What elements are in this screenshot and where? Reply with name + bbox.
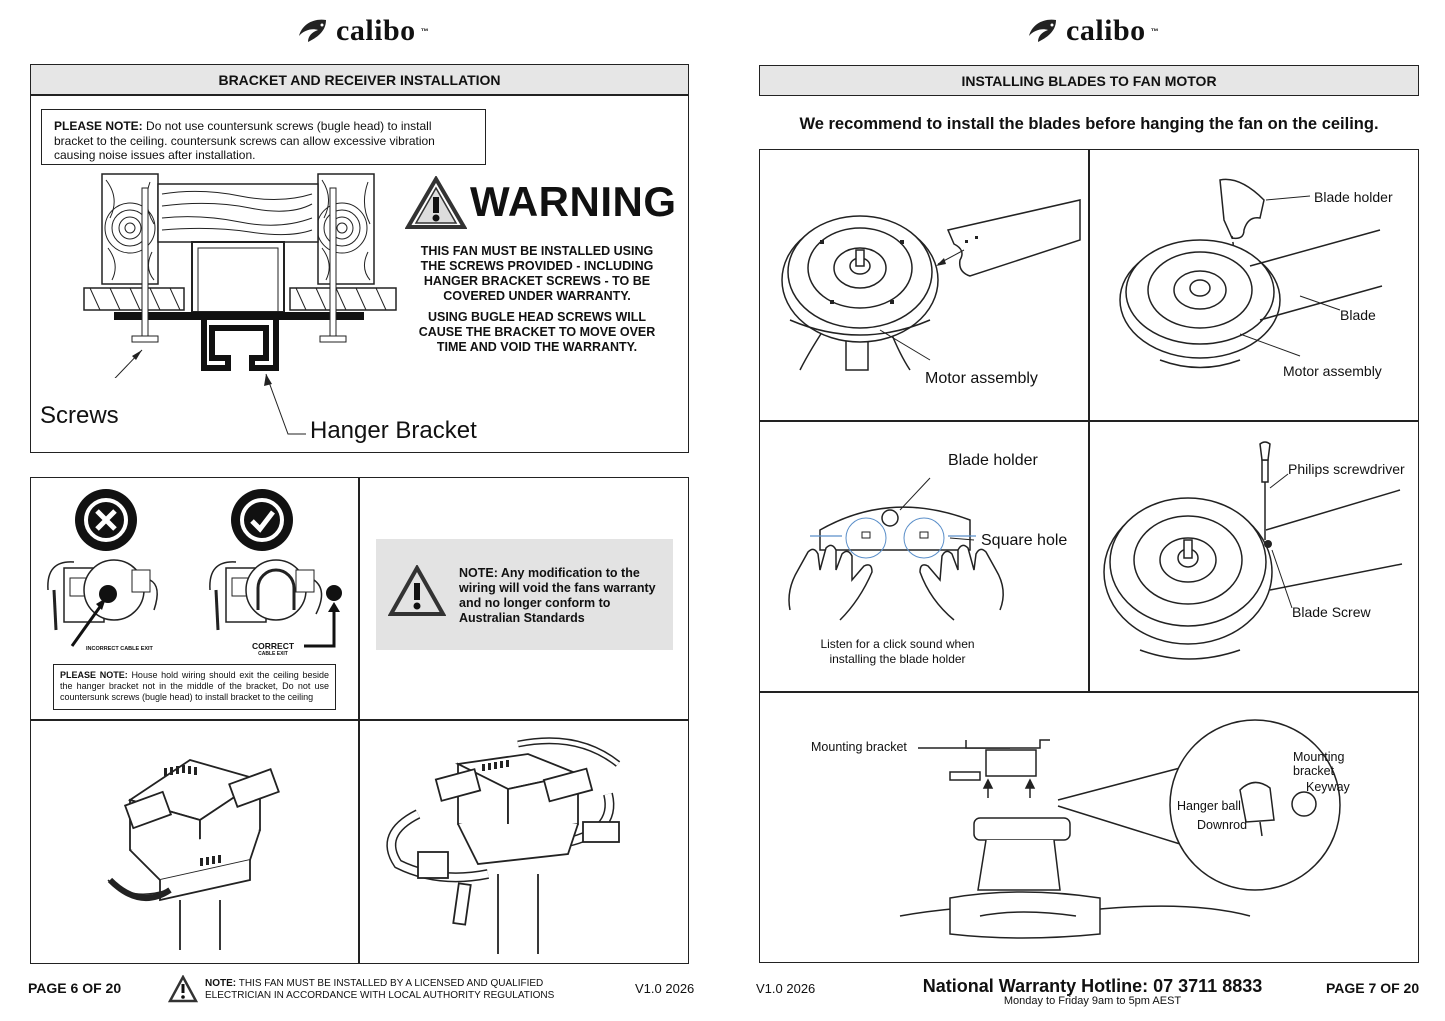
label-mounting-bracket: Mounting bracket: [811, 740, 907, 754]
warning-triangle-icon: [388, 565, 446, 616]
label-motor-assembly-1: Motor assembly: [925, 370, 1038, 387]
blade-holder-press-illustration: [788, 477, 1004, 621]
incorrect-label: INCORRECT CABLE EXIT: [86, 646, 153, 652]
incorrect-bracket-illustration: [47, 559, 158, 647]
label-keyway: Keyway: [1306, 780, 1350, 794]
please-note-box: PLEASE NOTE: Do not use countersunk scre…: [41, 109, 486, 165]
label-downrod: Downrod: [1197, 818, 1248, 832]
correct-bracket-illustration: [209, 559, 342, 648]
blade-screw-illustration: [1103, 441, 1403, 660]
modification-note-text: NOTE: Any modification to the wiring wil…: [459, 566, 656, 625]
blade-holder-illustration: [1119, 178, 1383, 369]
wiring-grid: [30, 477, 689, 964]
brand-name: calibo: [336, 14, 416, 47]
wiring-note-box: PLEASE NOTE: House hold wiring should ex…: [53, 664, 336, 710]
label-square-hole: Square hole: [981, 532, 1068, 549]
mounting-illustration: [899, 719, 1341, 939]
label-hanger-bracket: Hanger Bracket: [310, 417, 477, 444]
label-blade-screw: Blade Screw: [1292, 604, 1371, 620]
correct-label: CORRECT CABLE EXIT: [252, 641, 295, 657]
incorrect-x-icon: [75, 489, 137, 551]
bird-icon: [1029, 19, 1056, 42]
receiver-illustration-1: [107, 759, 280, 950]
label-blade-holder-1: Blade holder: [1314, 189, 1393, 205]
receiver-illustration-2: [386, 737, 621, 954]
bird-icon: [299, 19, 326, 42]
warning-para-2: USING BUGLE HEAD SCREWS WILL CAUSE THE B…: [418, 310, 656, 354]
section-title: BRACKET AND RECEIVER INSTALLATION: [30, 64, 689, 95]
label-hanger-ball: Hanger ball: [1177, 799, 1241, 813]
grid-divider-h: [30, 719, 689, 721]
label-motor-assembly-2: Motor assembly: [1283, 363, 1382, 379]
warning-para-1: THIS FAN MUST BE INSTALLED USING THE SCR…: [420, 244, 654, 303]
recommend-text: We recommend to install the blades befor…: [799, 115, 1379, 133]
warning-triangle-icon: [405, 176, 467, 229]
footer-page-right: PAGE 7 OF 20: [1326, 980, 1420, 996]
label-blade-holder-2: Blade holder: [948, 452, 1038, 469]
grid-divider-v: [358, 477, 360, 964]
label-mounting-bracket-zoom: Mounting bracket: [1293, 750, 1345, 778]
footer-page-left: PAGE 6 OF 20: [28, 980, 122, 996]
warning-triangle-icon: [168, 975, 198, 1003]
footer-version-right: V1.0 2026: [756, 981, 816, 996]
brand-name: calibo: [1066, 14, 1146, 47]
correct-check-icon: [231, 489, 293, 551]
bracket-illustration: [83, 173, 397, 378]
warranty-hotline: National Warranty Hotline: 07 3711 8833: [922, 976, 1263, 996]
footer-version-left: V1.0 2026: [635, 981, 695, 996]
section-title-right: INSTALLING BLADES TO FAN MOTOR: [759, 65, 1419, 96]
label-screws: Screws: [40, 402, 119, 429]
footer-note: NOTE: THIS FAN MUST BE INSTALLED BY A LI…: [205, 978, 555, 1001]
grid-divider-h: [759, 691, 1419, 693]
warning-title: WARNING: [470, 178, 677, 225]
bracket-section: [30, 95, 689, 453]
click-note: Listen for a click sound when installing…: [820, 637, 975, 666]
hotline-hours: Monday to Friday 9am to 5pm AEST: [1003, 995, 1182, 1007]
label-philips-screwdriver: Philips screwdriver: [1288, 461, 1405, 477]
motor-blade-illustration: [781, 199, 1081, 371]
label-blade: Blade: [1340, 307, 1376, 323]
grid-divider-h: [759, 420, 1419, 422]
hanger-leader: [264, 373, 306, 435]
